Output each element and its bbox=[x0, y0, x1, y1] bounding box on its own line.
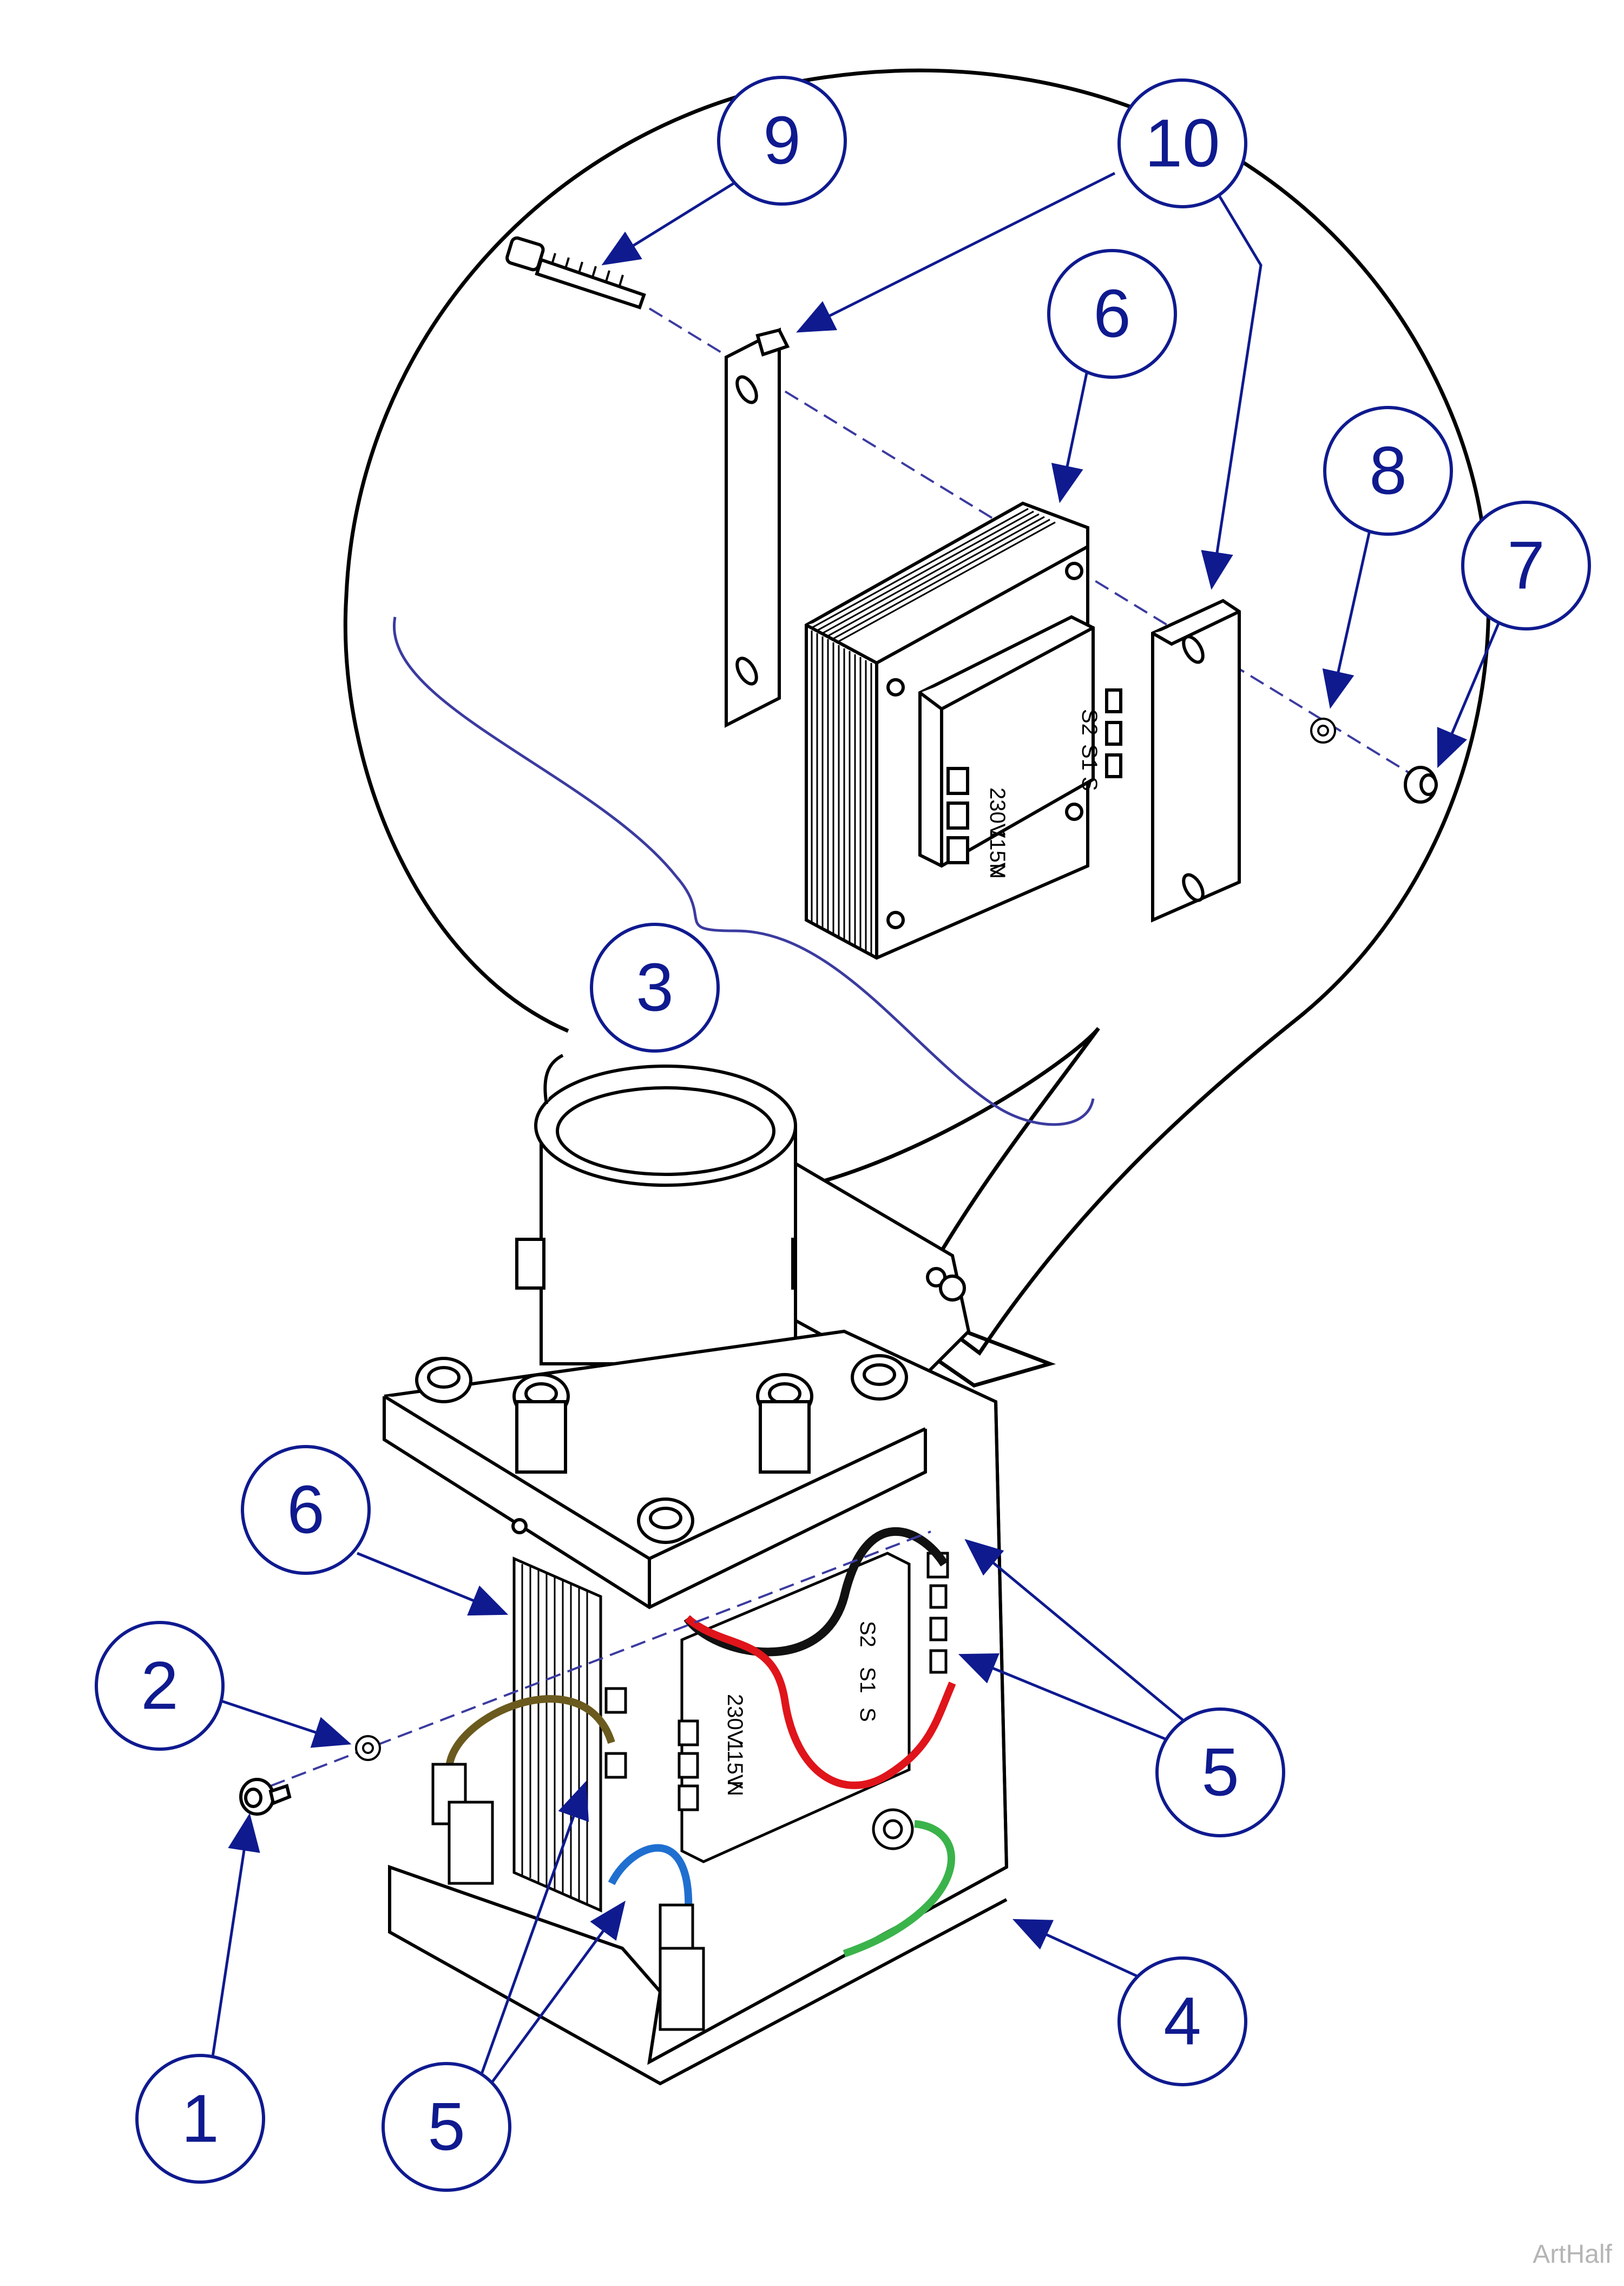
leader-2 bbox=[216, 1698, 352, 1748]
leader-6a bbox=[1051, 367, 1089, 503]
svg-text:5: 5 bbox=[428, 2090, 465, 2165]
wire-blue bbox=[608, 1844, 693, 1927]
leader-lines bbox=[209, 172, 1501, 2090]
label-115v-installed: 115V bbox=[723, 1740, 747, 1789]
transformer-part-installed bbox=[512, 1552, 949, 1913]
wire-brown bbox=[445, 1695, 615, 1770]
leader-7 bbox=[1437, 622, 1501, 768]
svg-text:10: 10 bbox=[1145, 106, 1220, 181]
leader-4 bbox=[1012, 1919, 1148, 1982]
leader-5a-1 bbox=[964, 1539, 1192, 1727]
callout-6-detail: 6 bbox=[1047, 249, 1177, 379]
label-s1-installed: S1 bbox=[856, 1667, 879, 1693]
leader-5b-2 bbox=[485, 1900, 626, 2090]
hose-line bbox=[392, 616, 1095, 1126]
bolt-part bbox=[505, 236, 646, 310]
callout-7: 7 bbox=[1461, 501, 1591, 630]
zoom-bubble bbox=[343, 68, 1491, 1388]
svg-text:4: 4 bbox=[1163, 1984, 1201, 2059]
label-s-installed: S bbox=[856, 1707, 879, 1722]
callout-9: 9 bbox=[717, 76, 847, 206]
leader-1 bbox=[209, 1813, 260, 2068]
svg-text:1: 1 bbox=[181, 2081, 219, 2157]
label-s2-detail: S2 bbox=[1077, 709, 1101, 735]
svg-text:5: 5 bbox=[1201, 1735, 1239, 1810]
pump-cylinder bbox=[515, 1054, 821, 1365]
svg-text:6: 6 bbox=[1093, 277, 1131, 352]
mounting-plate bbox=[794, 1160, 971, 1388]
bracket-right bbox=[1151, 599, 1241, 923]
label-115v-detail: 115V bbox=[985, 828, 1009, 877]
svg-text:2: 2 bbox=[141, 1648, 179, 1724]
label-s2-installed: S2 bbox=[856, 1621, 879, 1647]
bracket-left bbox=[725, 327, 790, 728]
cap-screws bbox=[415, 1354, 908, 1544]
leader-5a-2 bbox=[958, 1653, 1175, 1744]
lock-washer-lower bbox=[355, 1735, 381, 1761]
callout-1: 1 bbox=[135, 2054, 265, 2184]
callout-4: 4 bbox=[1117, 1956, 1247, 2086]
callout-2: 2 bbox=[95, 1621, 225, 1751]
leader-5b-1 bbox=[475, 1781, 589, 2090]
transformer-part-detail bbox=[805, 501, 1122, 960]
callout-6-installed: 6 bbox=[241, 1445, 371, 1575]
nut-part bbox=[1404, 766, 1438, 804]
label-230v-detail: 230V bbox=[985, 787, 1009, 838]
assembly-axis-lower bbox=[270, 1530, 931, 1787]
svg-text:8: 8 bbox=[1369, 433, 1407, 509]
callout-10: 10 bbox=[1117, 78, 1247, 208]
label-230v-installed: 230V bbox=[723, 1694, 747, 1745]
label-s-detail: S bbox=[1077, 777, 1101, 791]
svg-text:3: 3 bbox=[636, 950, 674, 1026]
wire-green bbox=[843, 1820, 955, 1957]
callout-5-left: 5 bbox=[382, 2062, 511, 2192]
wire-black bbox=[683, 1527, 948, 1657]
label-n-installed: N bbox=[723, 1781, 747, 1796]
label-s1-detail: S1 bbox=[1077, 744, 1101, 771]
leader-6b bbox=[357, 1552, 509, 1616]
screw-part bbox=[239, 1778, 292, 1816]
svg-text:6: 6 bbox=[287, 1473, 325, 1548]
leader-8 bbox=[1322, 508, 1376, 709]
svg-text:7: 7 bbox=[1507, 528, 1545, 603]
leader-10b bbox=[1201, 183, 1263, 590]
terminal-lugs bbox=[431, 1763, 914, 2031]
lock-washer-detail bbox=[1310, 718, 1336, 744]
leader-10a bbox=[796, 172, 1116, 333]
leader-9 bbox=[601, 177, 742, 266]
svg-text:9: 9 bbox=[763, 103, 801, 179]
callout-3: 3 bbox=[590, 923, 720, 1053]
callout-8: 8 bbox=[1323, 406, 1453, 536]
callout-5-right: 5 bbox=[1155, 1707, 1285, 1837]
watermark-text: ArtHalf bbox=[1533, 2240, 1612, 2269]
wire-red bbox=[685, 1615, 956, 1789]
label-n-detail: N bbox=[985, 863, 1009, 879]
